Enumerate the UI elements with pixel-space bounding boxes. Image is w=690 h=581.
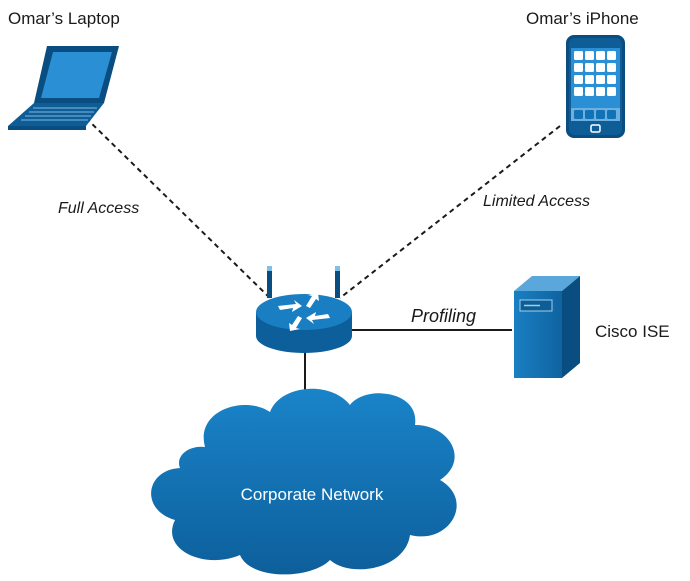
- server-icon: [514, 276, 580, 378]
- link-iphone-router: [339, 125, 561, 299]
- link-label-limited-access: Limited Access: [483, 193, 590, 210]
- link-label-profiling: Profiling: [411, 306, 476, 326]
- wireless-router-icon: [256, 266, 352, 353]
- network-label: Corporate Network: [241, 485, 384, 504]
- laptop-icon: [8, 46, 119, 130]
- cloud-icon: [151, 388, 457, 575]
- ise-label: Cisco ISE: [595, 322, 670, 341]
- laptop-label: Omar’s Laptop: [8, 9, 120, 28]
- iphone-label: Omar’s iPhone: [526, 9, 639, 28]
- smartphone-icon: [566, 35, 625, 138]
- link-laptop-router: [85, 117, 273, 301]
- link-label-full-access: Full Access: [58, 200, 139, 217]
